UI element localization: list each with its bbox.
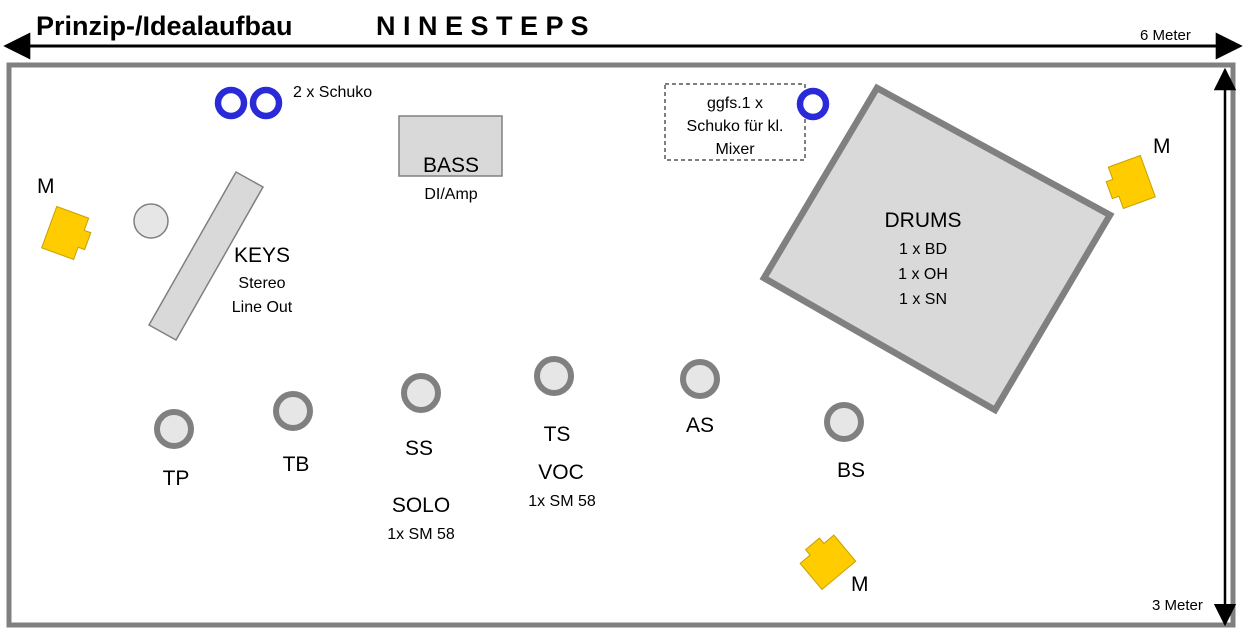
bass-amp	[398, 115, 503, 177]
optional-schuko-box	[664, 83, 806, 161]
player-ts-label: TS	[544, 423, 571, 446]
drums-mic-bd: 1 x BD	[899, 241, 947, 258]
outlet-icon	[249, 86, 283, 120]
mic-stand-as	[680, 359, 720, 399]
mic-stand-bs	[824, 402, 864, 442]
mic-stand-tp	[154, 409, 194, 449]
schuko-label: 2 x Schuko	[293, 84, 372, 101]
drums-label: DRUMS	[885, 209, 962, 232]
player-bs-label: BS	[837, 459, 865, 482]
monitor-left-label: M	[37, 175, 55, 198]
voc-mic-label: 1x SM 58	[528, 493, 596, 510]
solo-mic-label: 1x SM 58	[387, 526, 455, 543]
keys-stool	[133, 203, 169, 239]
player-tb-label: TB	[283, 453, 310, 476]
monitor-wedge-icon	[41, 205, 92, 261]
plot-title: Prinzip-/Idealaufbau	[36, 11, 293, 41]
voc-label: VOC	[538, 461, 584, 484]
monitor-right-label: M	[1153, 135, 1171, 158]
mic-stand-ts	[534, 356, 574, 396]
schuko-outlets	[214, 86, 283, 120]
monitor-left	[41, 205, 92, 261]
drum-riser	[759, 83, 1115, 415]
outlet-icon	[796, 87, 830, 121]
keys-line2: Line Out	[232, 299, 293, 316]
monitor-front	[799, 534, 857, 591]
player-ss-label: SS	[405, 437, 433, 460]
monitor-wedge-icon	[799, 534, 857, 591]
monitor-right	[1105, 154, 1156, 210]
bass-label: BASS	[423, 154, 479, 177]
player-tp-label: TP	[163, 467, 190, 490]
solo-label: SOLO	[392, 494, 450, 517]
keys-label: KEYS	[234, 244, 290, 267]
optional-schuko-line2: Schuko für kl.	[687, 118, 784, 135]
depth-label: 3 Meter	[1152, 597, 1203, 614]
optional-schuko-line3: Mixer	[715, 141, 755, 158]
monitor-front-label: M	[851, 573, 869, 596]
drums-mic-sn: 1 x SN	[899, 291, 947, 308]
monitor-wedge-icon	[1105, 154, 1156, 210]
optional-schuko-line1: ggfs.1 x	[707, 95, 763, 112]
keys-line1: Stereo	[238, 275, 285, 292]
stage-outline	[6, 62, 1236, 628]
mic-stand-ss	[401, 373, 441, 413]
player-as-label: AS	[686, 414, 714, 437]
keyboard	[147, 170, 265, 342]
band-name: N I N E S T E P S	[376, 11, 589, 41]
drums-mic-oh: 1 x OH	[898, 266, 948, 283]
bass-sub-label: DI/Amp	[424, 186, 477, 203]
outlet-icon	[214, 86, 248, 120]
width-label: 6 Meter	[1140, 27, 1191, 44]
mic-stand-tb	[273, 391, 313, 431]
